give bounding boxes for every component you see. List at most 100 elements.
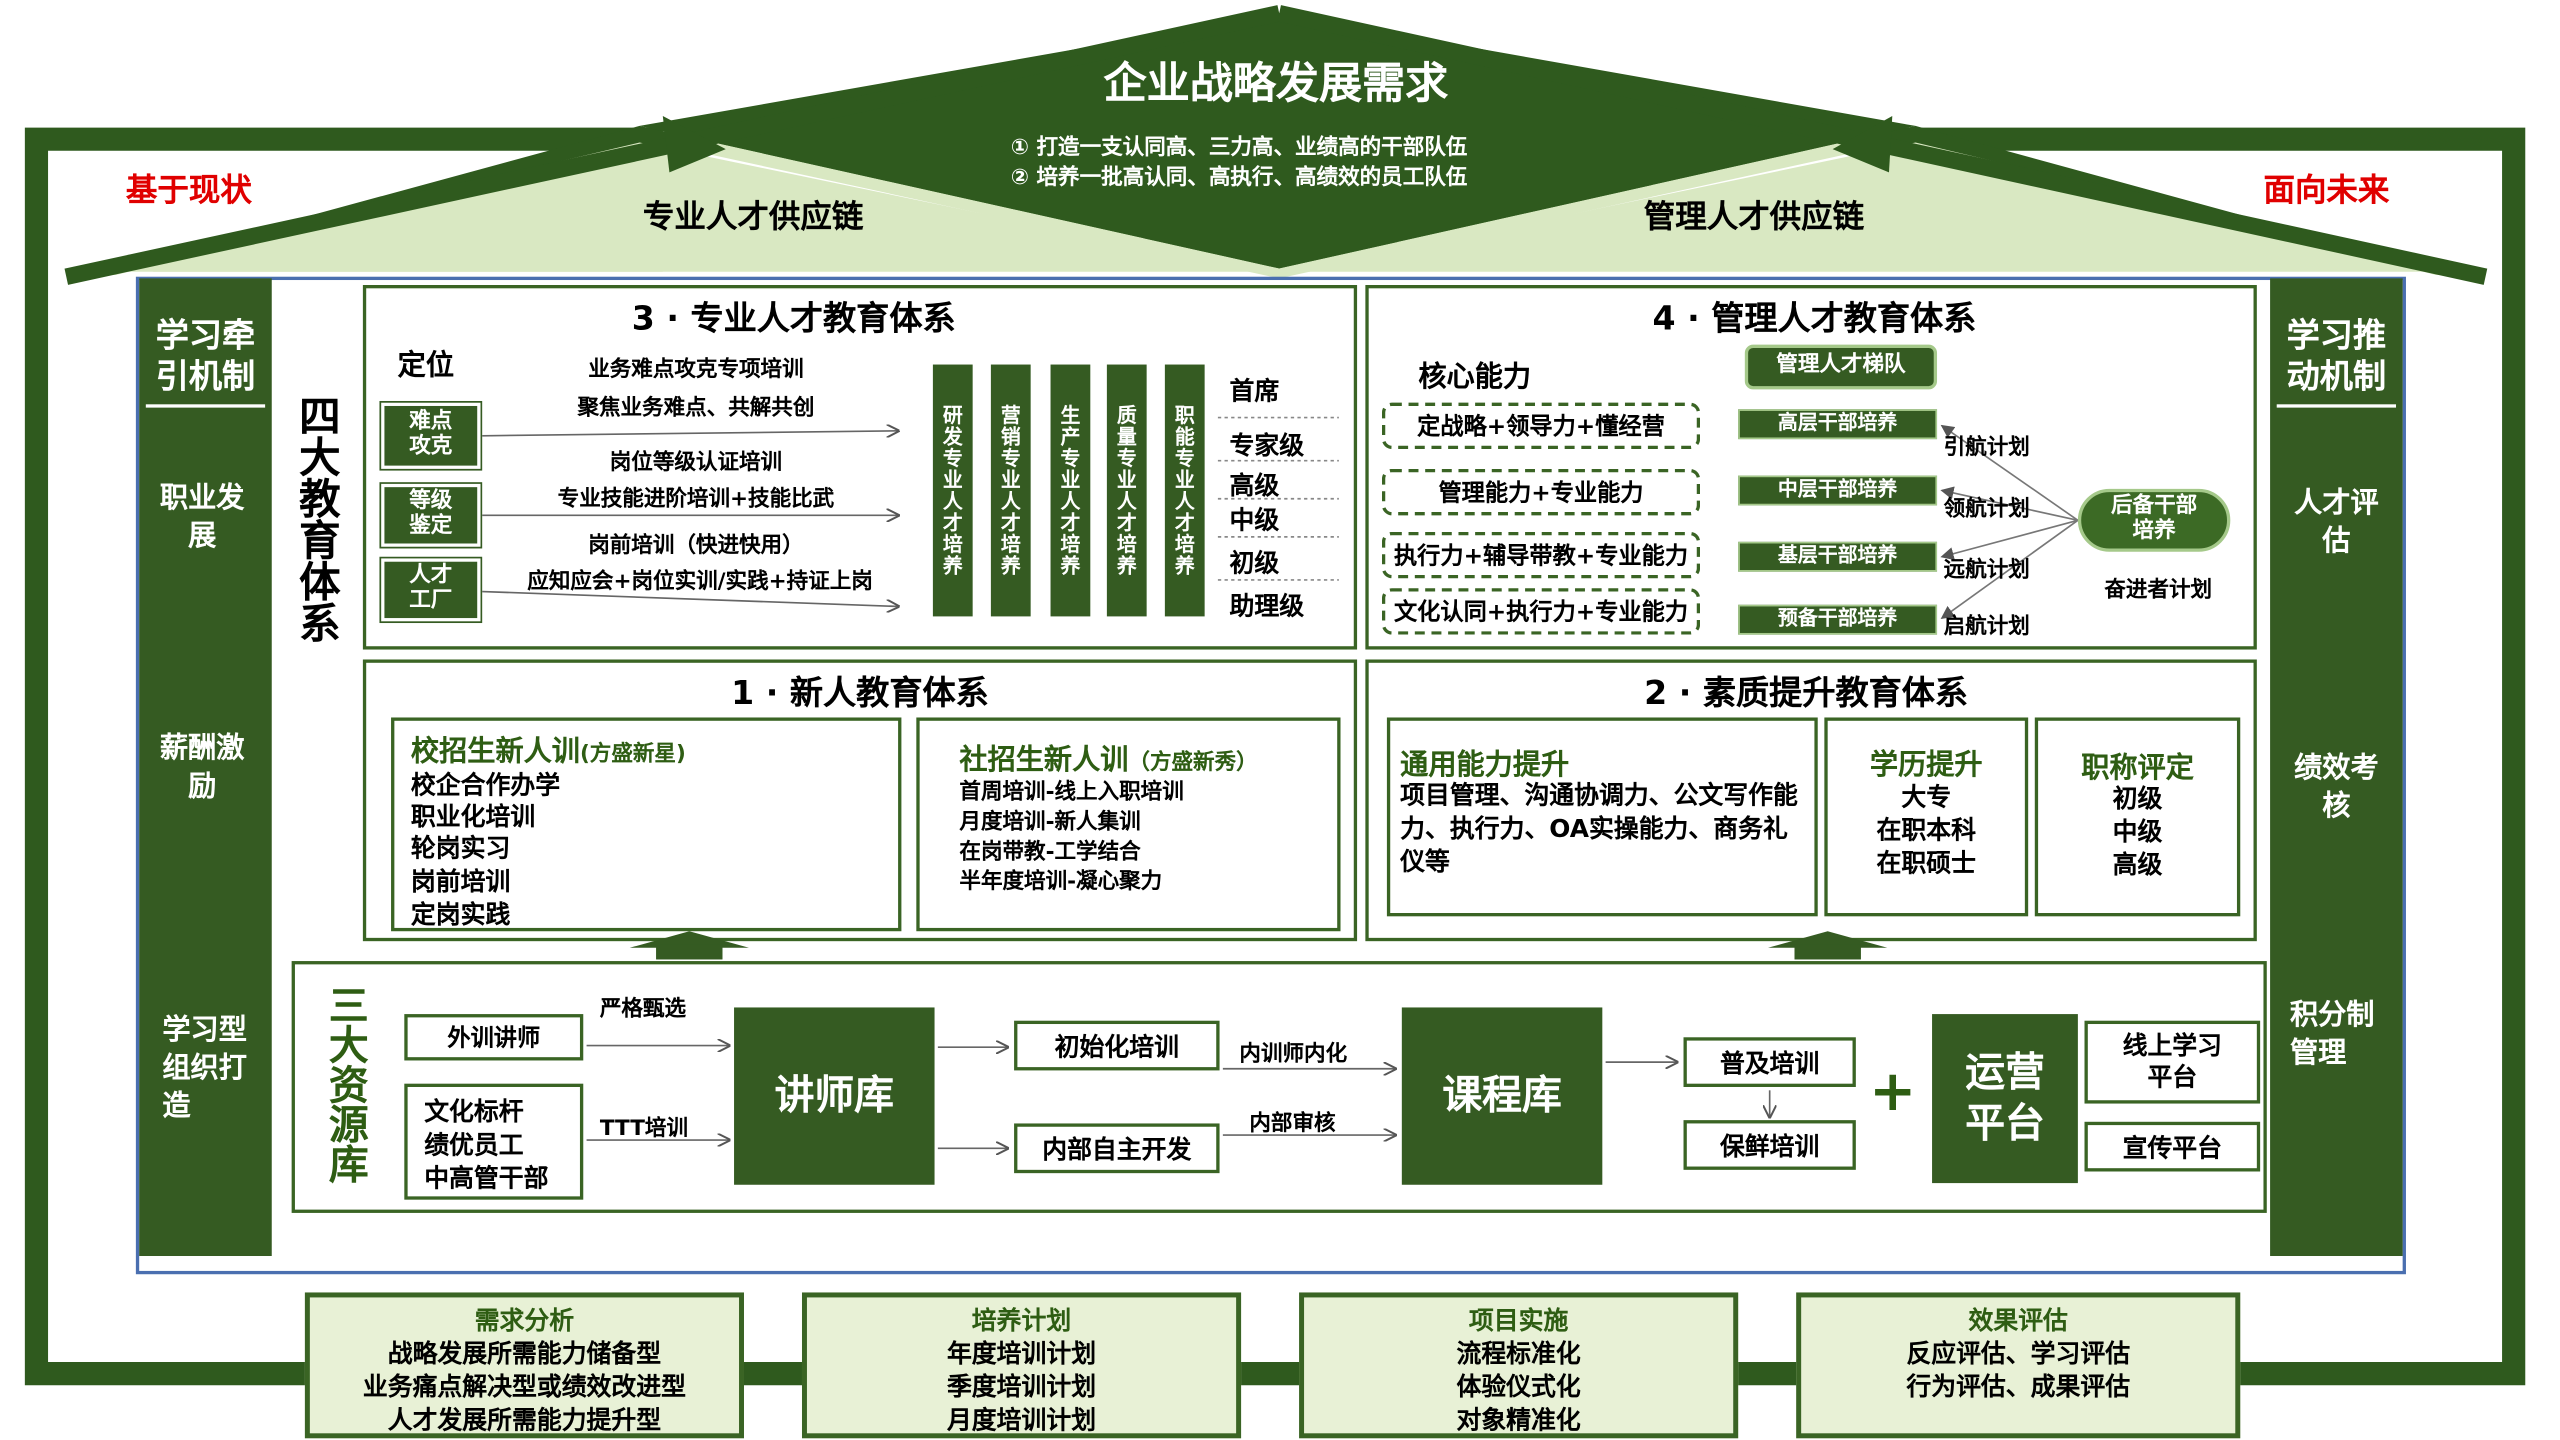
plan-yinhang: 引航计划 — [1943, 435, 2030, 461]
prof-line-1-normal: 聚焦业务难点、共解共创 — [577, 396, 815, 421]
right-pillar-divider — [2276, 404, 2397, 408]
edu-item-1: 大专 — [1901, 782, 1952, 812]
right-pillar — [2270, 278, 2403, 1257]
management-title: 4 · 管理人才教育体系 — [1652, 298, 1977, 339]
plan-item-1: 年度培训计划 — [946, 1338, 1097, 1369]
campus-subtitle: (方盛新星) — [579, 742, 686, 768]
init-training: 初始化培训 — [1014, 1020, 1220, 1071]
plan-yuanhang: 远航计划 — [1943, 558, 2030, 584]
left-chain-label: 专业人才供应链 — [642, 198, 864, 236]
track-yanfa: 研发专业人才培养 — [932, 364, 973, 617]
four-systems-label: 四大教育体系 — [293, 394, 342, 643]
rank-item-1: 初级 — [2112, 783, 2163, 814]
effect-evaluation-title: 效果评估 — [1968, 1305, 2068, 1336]
plan-linghang: 领航计划 — [1943, 497, 2030, 522]
internal-3: 中高管干部 — [424, 1163, 549, 1194]
right-pillar-item-2: 绩效考核 — [2294, 752, 2379, 824]
rank-box — [2034, 717, 2241, 917]
external-lecturer: 外训讲师 — [404, 1014, 584, 1061]
ability-1: 定战略+领导力+懂经营 — [1381, 402, 1701, 450]
arrow-label-ttt: TTT培训 — [599, 1116, 688, 1142]
prof-line-3-bold: 岗前培训（快进快用） — [588, 533, 804, 559]
course-library: 课程库 — [1401, 1007, 1603, 1185]
right-pillar-item-1: 人才评估 — [2294, 487, 2379, 559]
campus-title-text: 校招生新人训 — [410, 735, 580, 769]
track-zhineng: 职能专业人才培养 — [1164, 364, 1205, 617]
right-pillar-item-3: 积分制管理 — [2289, 999, 2375, 1071]
social-subtitle: （方盛新秀） — [1128, 750, 1258, 776]
lecturer-library: 讲师库 — [734, 1007, 935, 1185]
eval-item-1: 反应评估、学习评估 — [1906, 1338, 2131, 1369]
core-ability-label: 核心能力 — [1418, 361, 1532, 395]
impl-item-2: 体验仪式化 — [1456, 1371, 1581, 1402]
edu-box — [1824, 717, 2029, 917]
level-gaoji: 高级 — [1229, 470, 1280, 501]
roof-goal-2: ② 培养一批高认同、高执行、高绩效的员工队伍 — [1010, 165, 1468, 191]
professional-dingwei: 定位 — [397, 349, 455, 383]
campus-item-4: 岗前培训 — [410, 866, 511, 897]
reserve-cadre: 后备干部培养 — [2077, 488, 2231, 552]
eval-item-2: 行为评估、成果评估 — [1906, 1371, 2131, 1402]
general-box — [1386, 717, 1818, 917]
prof-line-1-bold: 业务难点攻克专项培训 — [588, 357, 804, 383]
right-pillar-title: 学习推动机制 — [2286, 314, 2387, 397]
edu-title: 学历提升 — [1869, 748, 1983, 783]
left-pillar-item-2: 薪酬激励 — [159, 732, 245, 804]
publicity-platform: 宣传平台 — [2084, 1121, 2261, 1172]
prof-line-2-bold: 岗位等级认证培训 — [609, 450, 783, 476]
plan-item-2: 季度培训计划 — [946, 1371, 1097, 1402]
level-zhuanjia: 专家级 — [1229, 430, 1305, 461]
internal-2: 绩优员工 — [424, 1130, 524, 1160]
training-plan: 培养计划 年度培训计划 季度培训计划 月度培训计划 — [801, 1292, 1242, 1439]
popular-training: 普及培训 — [1683, 1037, 1856, 1087]
plan-item-3: 月度培训计划 — [946, 1405, 1097, 1435]
self-development: 内部自主开发 — [1014, 1123, 1220, 1174]
ladder-base: 基层干部培养 — [1738, 541, 1938, 572]
level-zhuli: 助理级 — [1229, 591, 1305, 622]
right-chain-label: 管理人才供应链 — [1643, 198, 1865, 236]
arrow-label-internalize: 内训师内化 — [1239, 1042, 1348, 1068]
newcomer-title: 1 · 新人教育体系 — [731, 672, 989, 713]
effect-evaluation: 效果评估 反应评估、学习评估 行为评估、成果评估 — [1796, 1292, 2241, 1439]
demand-analysis: 需求分析 战略发展所需能力储备型 业务痛点解决型或绩效改进型 人才发展所需能力提… — [304, 1292, 744, 1439]
ability-4: 文化认同+执行力+专业能力 — [1381, 588, 1701, 635]
reserve-plan: 奋进者计划 — [2104, 578, 2213, 604]
social-item-4: 半年度培训-凝心聚力 — [959, 869, 1163, 895]
social-title-text: 社招生新人训 — [959, 743, 1129, 778]
edu-item-3: 在职硕士 — [1876, 848, 1976, 879]
social-item-1: 首周培训-线上入职培训 — [959, 780, 1184, 806]
social-item-3: 在岗带教-工学结合 — [959, 840, 1141, 865]
rank-item-3: 高级 — [2112, 850, 2163, 880]
general-title: 通用能力提升 — [1400, 748, 1570, 783]
level-chuji: 初级 — [1229, 548, 1280, 579]
tag-nandian: 难点攻克 — [379, 400, 483, 471]
demand-item-2: 业务痛点解决型或绩效改进型 — [362, 1371, 686, 1402]
level-zhongji: 中级 — [1229, 505, 1280, 536]
rank-title: 职称评定 — [2081, 752, 2194, 786]
impl-item-3: 对象精准化 — [1456, 1405, 1581, 1435]
ability-2: 管理能力+专业能力 — [1381, 468, 1701, 516]
left-tag: 基于现状 — [125, 172, 252, 209]
level-shouxi: 首席 — [1229, 376, 1280, 406]
prof-line-2-normal: 专业技能进阶培训+技能比武 — [557, 487, 835, 513]
demand-analysis-title: 需求分析 — [474, 1305, 575, 1336]
plan-qihang: 启航计划 — [1943, 614, 2030, 640]
general-text: 项目管理、沟通协调力、公文写作能力、执行力、OA实操能力、商务礼仪等 — [1400, 780, 1798, 877]
quality-title: 2 · 素质提升教育体系 — [1644, 672, 1969, 713]
social-box — [916, 717, 1341, 932]
project-implementation-title: 项目实施 — [1468, 1305, 1569, 1336]
roof-goal-1: ① 打造一支认同高、三力高、业绩高的干部队伍 — [1010, 135, 1468, 161]
right-tag: 面向未来 — [2263, 172, 2390, 209]
track-shengchan: 生产专业人才培养 — [1050, 364, 1091, 617]
demand-item-3: 人才发展所需能力提升型 — [387, 1405, 662, 1435]
internal-box — [404, 1083, 584, 1200]
professional-title: 3 · 专业人才教育体系 — [631, 298, 956, 339]
plus-sign: + — [1869, 1058, 1917, 1126]
rank-item-2: 中级 — [2112, 816, 2163, 847]
prof-line-3-normal: 应知应会+岗位实训/实践+持证上岗 — [527, 570, 873, 595]
left-pillar — [139, 278, 272, 1257]
resources-label: 三大资源库 — [321, 984, 368, 1184]
